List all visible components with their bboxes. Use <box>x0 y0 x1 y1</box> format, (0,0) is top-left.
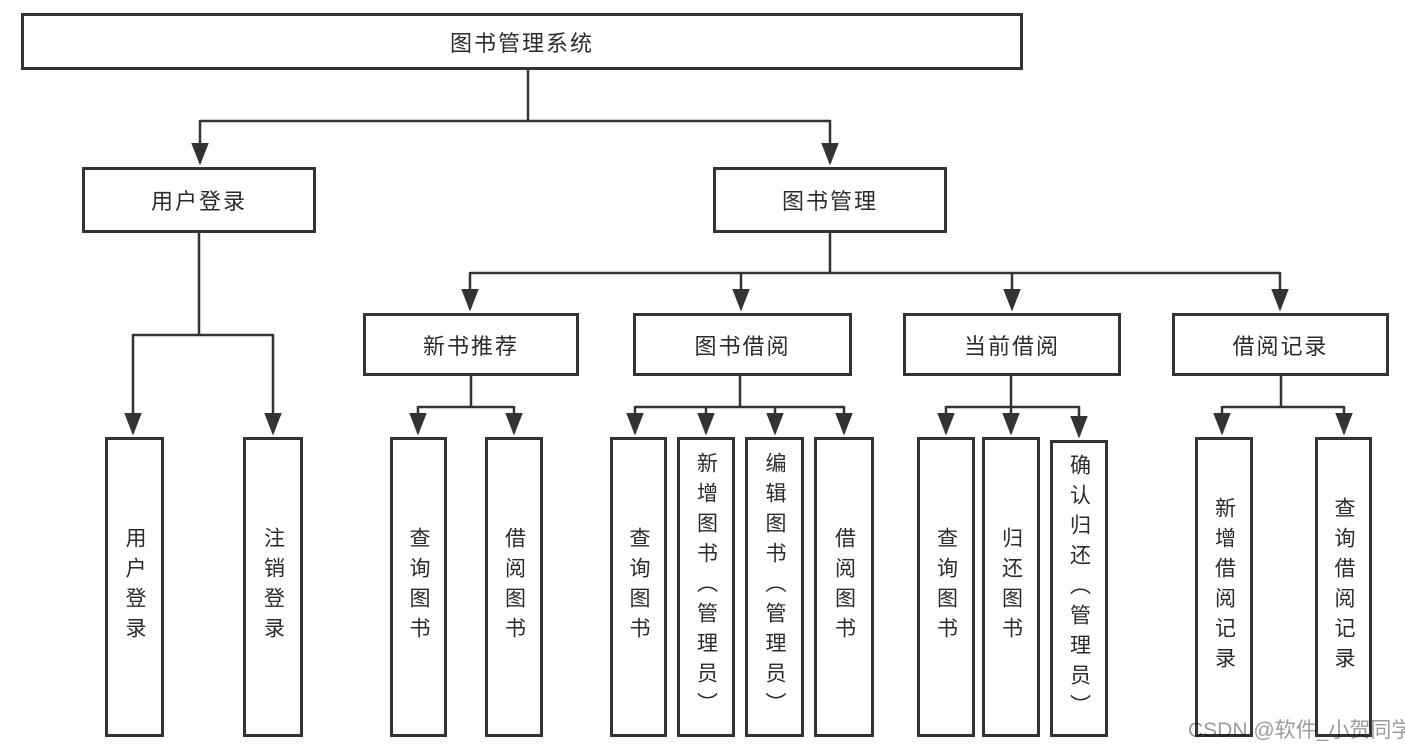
leaf-query-borrow-record-label: 查询借阅记录 <box>1332 497 1355 677</box>
leaf-return-books-label: 归还图书 <box>999 527 1023 647</box>
leaf-add-books-admin-label: 新增图书（管理员） <box>694 452 718 722</box>
node-book-borrow-label: 图书借阅 <box>694 333 791 359</box>
leaf-borrow-books-2: 借阅图书 <box>814 437 874 737</box>
node-user-login-label: 用户登录 <box>150 189 247 214</box>
leaf-logout: 注销登录 <box>243 437 303 737</box>
node-borrow-record-label: 借阅记录 <box>1232 333 1329 359</box>
leaf-logout-label: 注销登录 <box>261 527 285 647</box>
leaf-edit-books-admin-label: 编辑图书（管理员） <box>763 452 786 722</box>
leaf-query-books-2-label: 查询图书 <box>627 527 650 647</box>
leaf-add-books-admin: 新增图书（管理员） <box>677 437 735 737</box>
leaf-query-books-1-label: 查询图书 <box>407 527 430 647</box>
leaf-borrow-books-1: 借阅图书 <box>485 437 543 737</box>
csdn-watermark: CSDN @软件_小贺同学 <box>1188 719 1405 742</box>
node-library-system: 图书管理系统 <box>21 13 1023 70</box>
leaf-query-books-3: 查询图书 <box>917 437 975 737</box>
leaf-query-books-3-label: 查询图书 <box>934 527 958 647</box>
leaf-query-borrow-record: 查询借阅记录 <box>1315 437 1372 737</box>
node-library-system-label: 图书管理系统 <box>449 30 594 56</box>
leaf-confirm-return-admin-label: 确认归还（管理员） <box>1067 453 1091 724</box>
leaf-user-login-label: 用户登录 <box>123 527 146 647</box>
leaf-edit-books-admin: 编辑图书（管理员） <box>745 437 804 737</box>
node-book-borrow: 图书借阅 <box>633 313 852 376</box>
leaf-add-borrow-record-label: 新增借阅记录 <box>1212 497 1236 677</box>
leaf-query-books-1: 查询图书 <box>390 437 447 737</box>
node-book-management: 图书管理 <box>713 167 947 233</box>
node-current-borrow-label: 当前借阅 <box>963 333 1060 359</box>
node-user-login: 用户登录 <box>82 167 316 233</box>
leaf-borrow-books-1-label: 借阅图书 <box>502 527 526 647</box>
leaf-user-login: 用户登录 <box>105 437 164 737</box>
leaf-confirm-return-admin: 确认归还（管理员） <box>1050 440 1108 737</box>
leaf-borrow-books-2-label: 借阅图书 <box>832 527 856 647</box>
node-new-book-recommend: 新书推荐 <box>363 313 579 376</box>
node-current-borrow: 当前借阅 <box>903 313 1121 376</box>
node-new-book-recommend-label: 新书推荐 <box>422 333 519 359</box>
node-borrow-record: 借阅记录 <box>1172 313 1389 376</box>
leaf-query-books-2: 查询图书 <box>610 437 667 737</box>
leaf-add-borrow-record: 新增借阅记录 <box>1195 437 1253 737</box>
leaf-return-books: 归还图书 <box>982 437 1040 737</box>
node-book-management-label: 图书管理 <box>781 189 878 214</box>
